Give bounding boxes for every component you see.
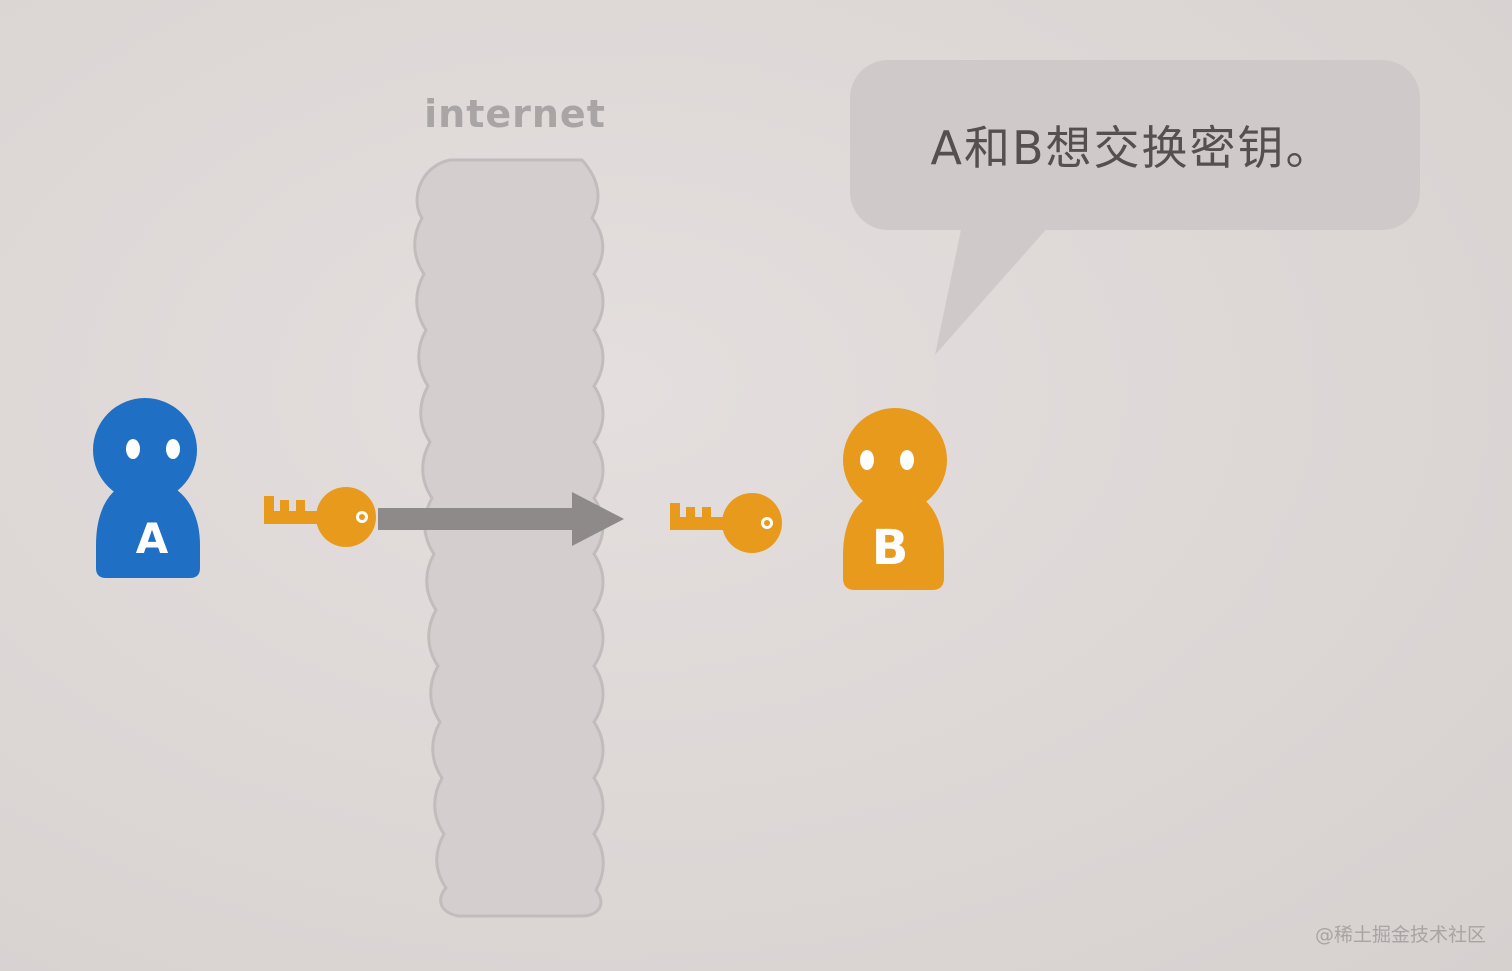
speech-bubble [850, 60, 1420, 355]
internet-label: internet [424, 92, 606, 136]
speech-bubble-text: A和B想交换密钥。 [930, 121, 1334, 175]
person-b-label: B [871, 520, 909, 576]
person-b-icon [843, 408, 947, 590]
person-a-label: A [135, 514, 169, 563]
watermark: @稀土掘金技术社区 [1314, 924, 1486, 946]
arrow-right-icon [378, 492, 624, 546]
person-a-icon [93, 398, 200, 578]
internet-cloud [413, 158, 605, 918]
key-icon-received [670, 493, 782, 553]
key-icon [264, 487, 376, 547]
